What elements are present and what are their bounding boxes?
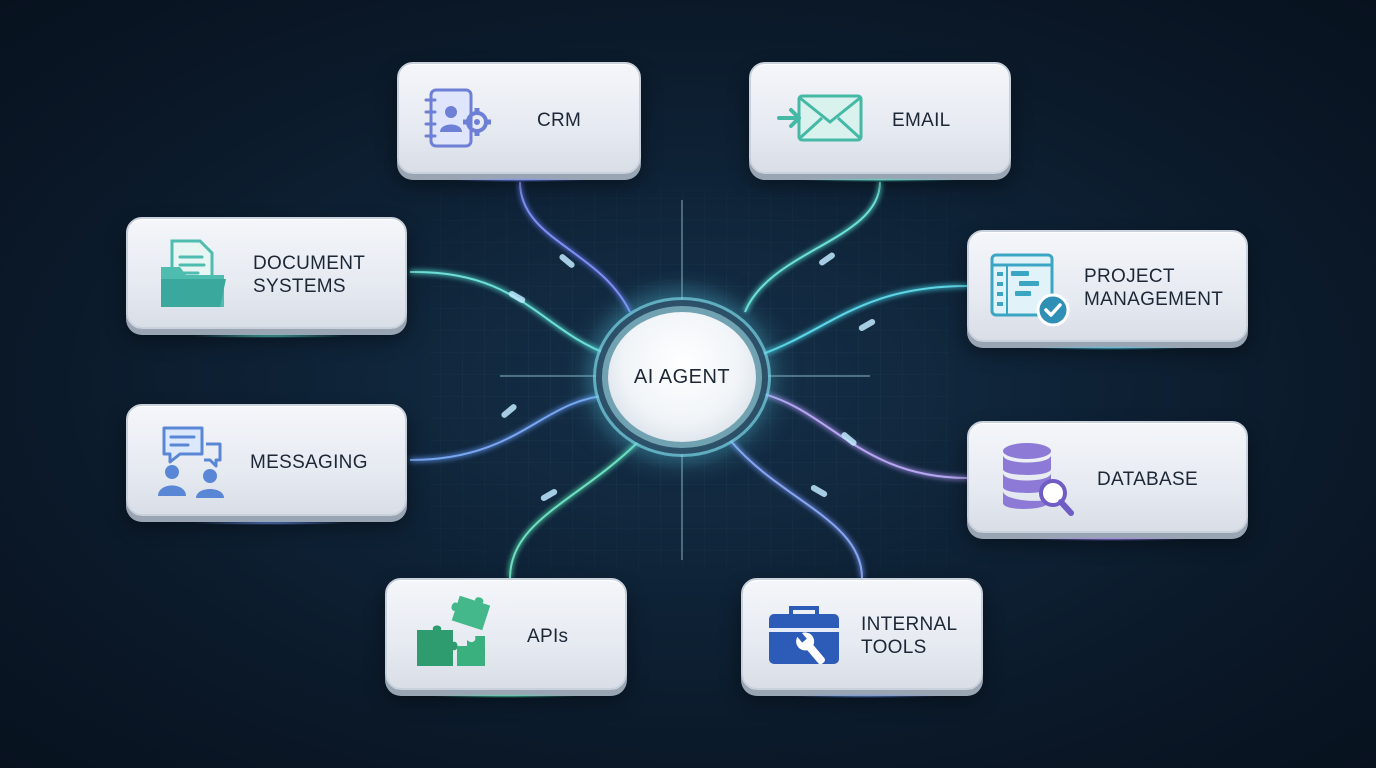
- node-label: PROJECT MANAGEMENT: [1084, 266, 1224, 310]
- connector-document-systems: [409, 270, 611, 356]
- node-glow: [450, 178, 590, 182]
- node-label: DATABASE: [1097, 469, 1198, 490]
- node-email[interactable]: EMAIL: [749, 62, 1011, 174]
- node-label: MESSAGING: [250, 452, 368, 473]
- connector-internal-tools: [729, 439, 863, 579]
- gantt-checkmark-icon: [990, 253, 1070, 327]
- folder-document-icon: [161, 239, 226, 307]
- chat-users-icon: [158, 426, 224, 498]
- contact-book-gear-icon: [424, 88, 491, 148]
- connector-email: [744, 181, 881, 313]
- connector-database: [759, 392, 969, 479]
- toolbox-wrench-icon: [769, 606, 839, 665]
- envelope-arrow-icon: [777, 94, 863, 142]
- connector-project-management: [759, 285, 969, 356]
- node-glow: [800, 178, 960, 182]
- node-label: APIs: [527, 626, 569, 647]
- node-label: DOCUMENT SYSTEMS: [253, 253, 366, 297]
- connector-apis: [509, 439, 641, 579]
- connector-messaging: [409, 394, 611, 461]
- node-glow: [1030, 346, 1190, 350]
- node-label: INTERNAL TOOLS: [861, 614, 958, 658]
- database-search-icon: [1003, 443, 1074, 516]
- puzzle-pieces-icon: [417, 596, 491, 666]
- node-project-management[interactable]: PROJECT MANAGEMENT: [967, 230, 1248, 342]
- hub-label: AI AGENT: [633, 365, 731, 388]
- node-glow: [190, 334, 350, 338]
- ai-agent-hub[interactable]: AI AGENT: [608, 312, 756, 442]
- node-glow: [1030, 537, 1190, 541]
- node-glow: [190, 521, 350, 525]
- node-messaging[interactable]: MESSAGING: [126, 404, 407, 516]
- node-apis[interactable]: APIs: [385, 578, 627, 690]
- node-glow: [430, 694, 580, 698]
- node-internal-tools[interactable]: INTERNAL TOOLS: [741, 578, 983, 690]
- node-database[interactable]: DATABASE: [967, 421, 1248, 533]
- node-label: EMAIL: [892, 110, 951, 131]
- node-crm[interactable]: CRM: [397, 62, 641, 174]
- connector-crm: [519, 181, 631, 313]
- node-document-systems[interactable]: DOCUMENT SYSTEMS: [126, 217, 407, 329]
- node-label: CRM: [537, 110, 582, 131]
- node-glow: [790, 694, 940, 698]
